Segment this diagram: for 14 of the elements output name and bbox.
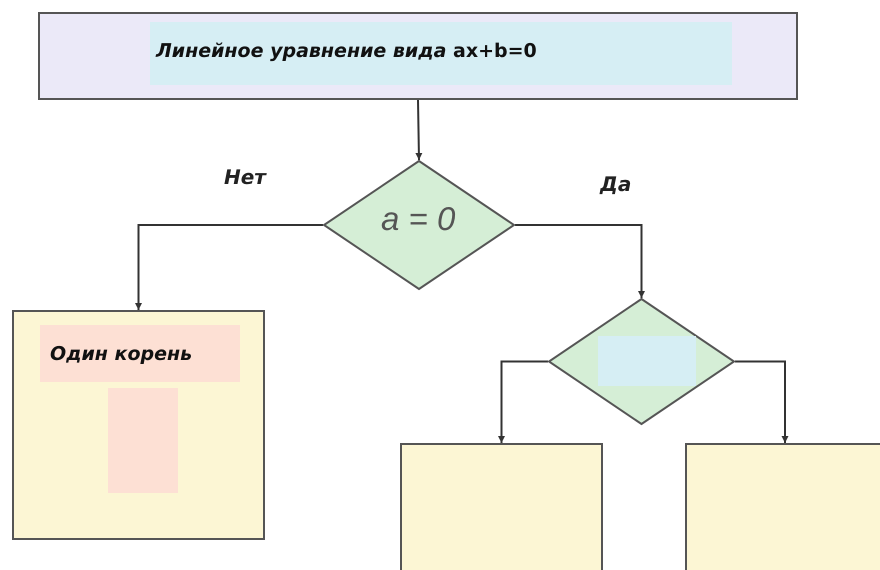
arrow — [735, 360, 788, 443]
arrow — [415, 100, 422, 160]
node-text: Один корень — [50, 343, 192, 365]
decision-diamond — [548, 298, 735, 425]
node-text: a = 0 — [381, 200, 456, 238]
arrow — [498, 360, 548, 443]
process-box — [685, 443, 880, 570]
title-box — [38, 12, 798, 100]
process-box — [400, 443, 603, 570]
decision-diamond — [323, 160, 515, 290]
process-box — [12, 310, 265, 540]
arrow — [135, 224, 323, 310]
arrow — [515, 224, 645, 298]
node-text: Линейное уравнение вида ax+b=0 — [156, 40, 537, 62]
